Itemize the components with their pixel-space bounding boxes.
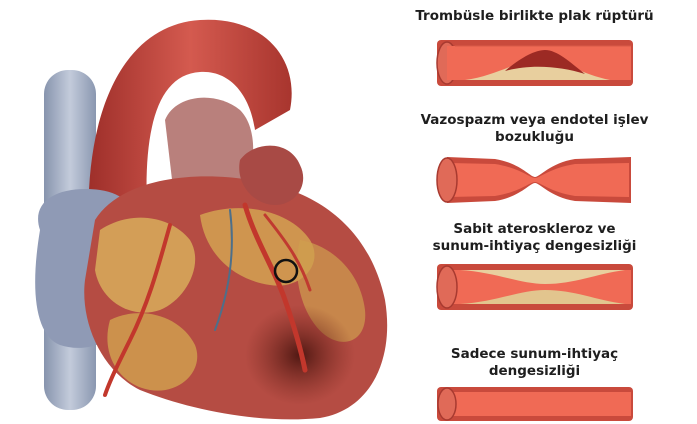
label-fixed-atherosclerosis: Sabit ateroskleroz ve sunum-ihtiyaç deng… <box>372 221 697 255</box>
vessel-normal <box>435 385 635 423</box>
label-vasospasm: Vazospazm veya endotel işlev bozukluğu <box>372 112 697 146</box>
vessel-fixed-atherosclerosis <box>435 262 635 312</box>
label-supply-demand: Sadece sunum-ihtiyaç dengesizliği <box>372 346 697 380</box>
heart-illustration <box>0 0 400 424</box>
vessel-vasospasm <box>435 155 635 205</box>
vessel-plaque-rupture <box>435 38 635 88</box>
label-plaque-rupture: Trombüsle birlikte plak rüptürü <box>372 8 697 25</box>
